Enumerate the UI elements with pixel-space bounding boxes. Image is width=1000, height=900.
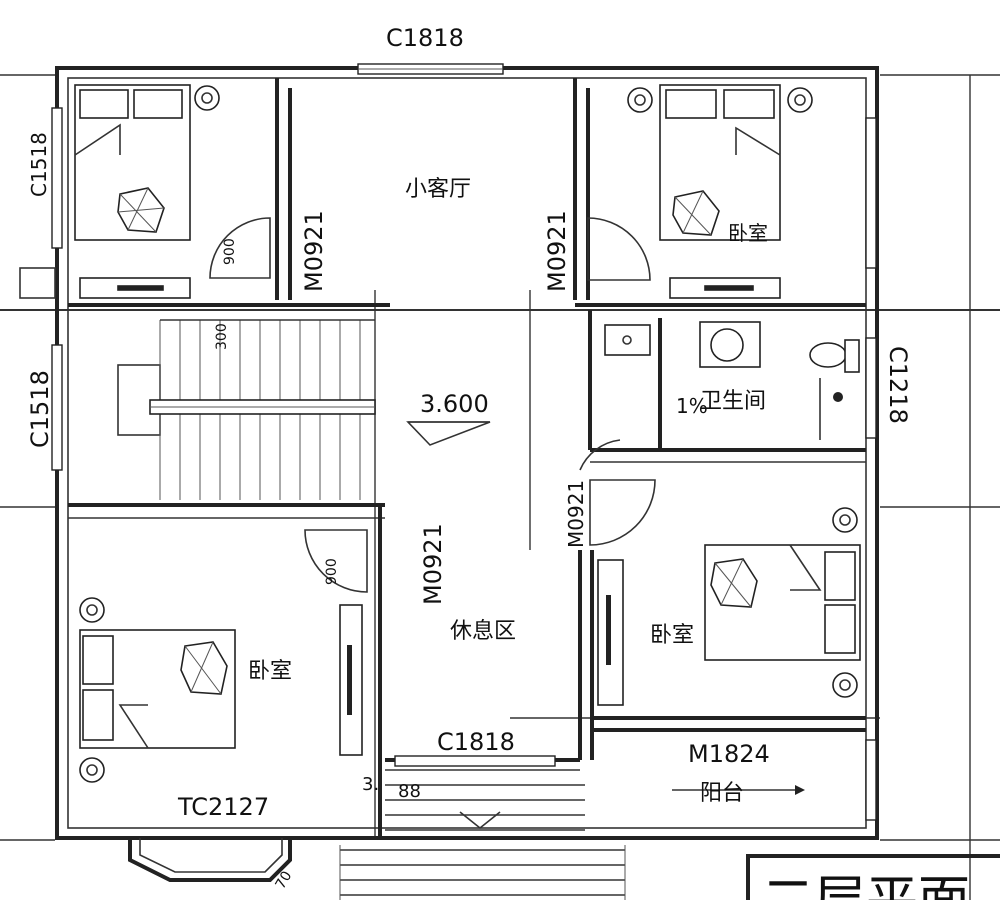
door-balcony-label: M1824 xyxy=(688,740,770,768)
room-lounge: 休息区 xyxy=(450,619,516,644)
room-bathroom: 卫生间 xyxy=(700,389,766,414)
title-box xyxy=(746,854,1000,900)
room-bedroom-top-right: 卧室 xyxy=(728,221,768,245)
window-left-upper xyxy=(51,107,63,249)
stair-tread-label: 300 xyxy=(214,323,230,350)
window-left-middle xyxy=(51,344,63,471)
window-right-bath-label: C1218 xyxy=(884,346,912,424)
window-left-upper-label: C1518 xyxy=(27,132,51,197)
balcony-arrow xyxy=(672,785,805,795)
staircase xyxy=(117,319,376,500)
slope-label: 1% xyxy=(676,394,708,418)
door-lounge-label: M0921 xyxy=(419,523,447,605)
window-right-bath xyxy=(865,337,877,439)
swing-lounge-label: 900 xyxy=(324,558,340,585)
elevation-label: 3.600 xyxy=(420,390,489,418)
entrance-stair xyxy=(339,784,626,900)
stair-small-label: 3. xyxy=(362,774,379,795)
window-right-upper xyxy=(865,117,877,269)
door-left-label: M0921 xyxy=(300,210,328,292)
bay-edge-label: 70 xyxy=(273,869,296,892)
window-right-lower xyxy=(865,739,877,821)
room-bedroom-lower-left: 卧室 xyxy=(248,659,292,684)
door-right-label: M0921 xyxy=(543,210,571,292)
room-bedroom-lower-right: 卧室 xyxy=(650,623,694,648)
swing-top-left-label: 900 xyxy=(222,238,238,265)
elevation-marker xyxy=(406,421,491,446)
furniture xyxy=(19,84,861,783)
bay-window xyxy=(128,838,292,882)
door-swings xyxy=(209,217,656,593)
window-center-bottom-label: C1818 xyxy=(437,728,515,756)
room-small-living: 小客厅 xyxy=(405,177,471,202)
window-center-bottom xyxy=(394,755,556,767)
plan-title: 二层平面 xyxy=(762,871,970,900)
stair-small-label-2: 88 xyxy=(398,781,421,802)
windows xyxy=(51,63,877,821)
window-left-middle-label: C1518 xyxy=(26,370,54,448)
room-balcony: 阳台 xyxy=(700,781,744,806)
door-bath-label: M0921 xyxy=(564,480,588,548)
window-top-label: C1818 xyxy=(386,24,464,52)
window-bay-label: TC2127 xyxy=(177,793,269,821)
